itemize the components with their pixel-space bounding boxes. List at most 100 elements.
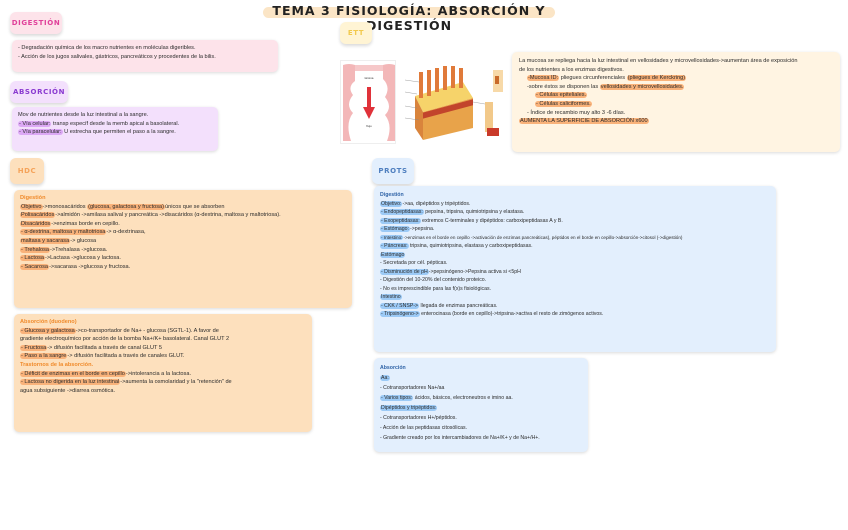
villi-cross-section-diagram bbox=[403, 62, 507, 148]
ett-line: La mucosa se repliega hacia la luz intes… bbox=[519, 57, 833, 66]
digestion-tag: DIGESTIÓN bbox=[10, 12, 62, 34]
text: tripsina, quimiotripsina, elastasa y car… bbox=[408, 243, 533, 249]
highlight: Dipéptidos y tripéptidos: bbox=[380, 405, 438, 411]
digestion-line: - Degradación química de los macro nutri… bbox=[18, 45, 196, 51]
text: ->enzimas en el borde en cepillo ->activ… bbox=[403, 234, 683, 240]
highlight: - Células epiteliales. bbox=[535, 92, 588, 99]
text: ->intolerancia a la lactosa. bbox=[125, 370, 192, 377]
hdc-polisacaridos: Polisacáridos->almidón ->amilasa salival… bbox=[20, 211, 346, 220]
text: de los nutrientes a los enzimas digestiv… bbox=[519, 66, 624, 73]
absorcion-tag-label: ABSORCIÓN bbox=[12, 88, 66, 96]
text: ->almidón ->amilasa salival y pancreátic… bbox=[55, 212, 281, 219]
highlight: Objetivo: bbox=[380, 200, 403, 207]
highlight: - Varios tipos: bbox=[380, 395, 414, 401]
ett-line: - Células caliciformes. bbox=[519, 100, 833, 109]
prots-line: - Páncreas: tripsina, quimiotripsina, el… bbox=[380, 242, 770, 251]
hdc-objetivo: Objetivo->monosacáridos (glucosa, galact… bbox=[20, 203, 346, 212]
page-title: TEMA 3 FISIOLOGÍA: ABSORCIÓN Y DIGESTIÓN bbox=[272, 3, 546, 33]
highlight: Objetivo bbox=[20, 203, 43, 210]
highlight: - Sacarosa bbox=[20, 263, 50, 270]
text: ->Trehalasa ->glucosa. bbox=[49, 246, 108, 253]
prots-line: - Secretada por cél. pépticas. bbox=[380, 259, 770, 268]
hdc-digestion-box: Digestión Objetivo->monosacáridos (gluco… bbox=[14, 190, 352, 308]
text: - Secretada por cél. pépticas. bbox=[380, 260, 448, 266]
text: únicos que se absorben bbox=[165, 203, 225, 210]
hdc-item: - α-dextrina, maltosa y maltotriosa-> α-… bbox=[20, 228, 346, 237]
absorcion-item: - Vía paracelular: U estrecha que permit… bbox=[18, 128, 212, 137]
page-title-wrap: TEMA 3 FISIOLOGÍA: ABSORCIÓN Y DIGESTIÓN bbox=[263, 3, 555, 33]
text: -> difusión facilitada a través de canal… bbox=[47, 344, 162, 351]
svg-text:flujo: flujo bbox=[366, 124, 372, 128]
prots-digestion-heading: Digestión bbox=[380, 192, 404, 198]
prots-abs-line: - Cotransportadores H+/péptidos. bbox=[380, 413, 582, 423]
text: gradiente electroquímico por acción de l… bbox=[20, 336, 230, 343]
hdc-item: - Lactosa->Lactasa ->glucosa y lactosa. bbox=[20, 254, 346, 263]
ett-tag: ETT bbox=[340, 22, 372, 44]
digestion-box: - Degradación química de los macro nutri… bbox=[12, 40, 278, 72]
hdc-abs-item: - Fructosa-> difusión facilitada a travé… bbox=[20, 344, 306, 353]
highlight: - Páncreas: bbox=[380, 243, 409, 249]
text: ácidos, básicos, electroneutros e imino … bbox=[413, 395, 513, 401]
text: ->aa, dipéptidos y tripéptidos. bbox=[402, 200, 471, 207]
hdc-item: - Sacarosa->sacarasa ->glucosa y fructos… bbox=[20, 263, 346, 272]
highlight: - Glucosa y galactosa bbox=[20, 327, 76, 334]
text: ->pepsinógeno->Pepsina activa si <5pH bbox=[428, 268, 521, 275]
hdc-trastorno-item: - Déficit de enzimas en el borde en cepi… bbox=[20, 370, 306, 379]
highlight: Aa: bbox=[380, 375, 390, 381]
highlight: - Lactosa no digerida en la luz intestin… bbox=[20, 379, 121, 386]
prots-line: - CKK / SNSP-> llegada de enzimas pancre… bbox=[380, 302, 770, 311]
highlight: - Fructosa bbox=[20, 344, 48, 351]
ett-line: -Mucosa ID: pliegues circunferenciales (… bbox=[519, 74, 833, 83]
highlight: - Lactosa bbox=[20, 255, 46, 262]
prots-absorcion-heading: Absorción bbox=[380, 365, 406, 371]
text: ->aumenta la osmolaridad y la "retención… bbox=[120, 379, 232, 386]
text: pepsina, tripsina, quimiotripsina y elas… bbox=[423, 209, 525, 215]
highlight: - Tripsinógeno-> bbox=[380, 311, 420, 317]
text: pliegues circunferenciales bbox=[559, 75, 627, 82]
prots-digestion-box: Digestión Objetivo:->aa, dipéptidos y tr… bbox=[374, 186, 776, 352]
highlight: - Endopeptidasas: bbox=[380, 209, 424, 215]
prots-tag-label: PROTS bbox=[378, 167, 408, 175]
ett-box: La mucosa se repliega hacia la luz intes… bbox=[512, 52, 840, 152]
hdc-absorcion-heading: Absorción (duodeno) bbox=[20, 319, 77, 325]
highlight: - Vía paracelular: bbox=[18, 129, 63, 136]
svg-text:lámina: lámina bbox=[365, 76, 374, 80]
highlight: - Células caliciformes. bbox=[535, 100, 592, 107]
highlight: AUMENTA LA SUPERFICIE DE ABSORCIÓN x600 bbox=[519, 118, 649, 125]
prots-abs-line: - Gradiente creado por los intercambiado… bbox=[380, 433, 582, 443]
text: -> difusión facilitada a través de canal… bbox=[67, 353, 185, 360]
hdc-abs-item: - Glucosa y galactosa->co-transportador … bbox=[20, 327, 306, 336]
text: ->monosacáridos bbox=[42, 203, 88, 210]
text: ->sacarasa ->glucosa y fructosa. bbox=[49, 263, 131, 270]
prots-line: Intestino bbox=[380, 293, 770, 302]
highlight: -Mucosa ID: bbox=[527, 75, 560, 82]
hdc-digestion-heading: Digestión bbox=[20, 195, 46, 201]
prots-abs-line: Aa: bbox=[380, 373, 582, 383]
prots-abs-line: - Acción de las peptidasas citosólicas. bbox=[380, 423, 582, 433]
highlight: - Trehalosa bbox=[20, 246, 50, 253]
prots-line: - No es imprescindible para las f(x)s fi… bbox=[380, 285, 770, 294]
prots-line: - Endopeptidasas: pepsina, tripsina, qui… bbox=[380, 208, 770, 217]
hdc-abs-item: - Paso a la sangre-> difusión facilitada… bbox=[20, 352, 306, 361]
hdc-abs-item: gradiente electroquímico por acción de l… bbox=[20, 335, 306, 344]
text: ->enzimas borde en cepillo. bbox=[51, 220, 120, 227]
text: -> α-dextrinasa, bbox=[106, 229, 146, 236]
ett-line: -sobre éstos se disponen las vellosidade… bbox=[519, 83, 833, 92]
highlight: - Intestino: bbox=[380, 234, 404, 240]
highlight: Estómago bbox=[380, 251, 406, 258]
hdc-item: - Trehalosa->Trehalasa ->glucosa. bbox=[20, 246, 346, 255]
ett-line: de los nutrientes a los enzimas digestiv… bbox=[519, 66, 833, 75]
ett-line: - Índice de recambio muy alto 3 -6 días. bbox=[519, 109, 833, 118]
prots-abs-line: - Cotransportadores Na+/aa bbox=[380, 383, 582, 393]
digestion-line: - Acción de los jugos salivales, gástric… bbox=[18, 53, 216, 60]
title-highlight bbox=[263, 7, 555, 18]
highlight: - Estómago: bbox=[380, 226, 410, 232]
highlight: maltasa y sacarasa bbox=[20, 237, 71, 244]
hdc-trastorno-item: agua subsiguiente ->diarrea osmótica. bbox=[20, 387, 306, 396]
prots-tag: PROTS bbox=[372, 158, 414, 184]
prots-line: - Disminución de pH->pepsinógeno->Pepsin… bbox=[380, 268, 770, 277]
absorcion-item: - Vía celular: transp específ desde la m… bbox=[18, 120, 212, 129]
text: llegada de enzimas pancreáticas. bbox=[419, 302, 498, 309]
highlight: (glucosa, galactosa y fructosa) bbox=[87, 203, 166, 210]
text: - Digestión del 10-20% del contenido pro… bbox=[380, 277, 487, 283]
